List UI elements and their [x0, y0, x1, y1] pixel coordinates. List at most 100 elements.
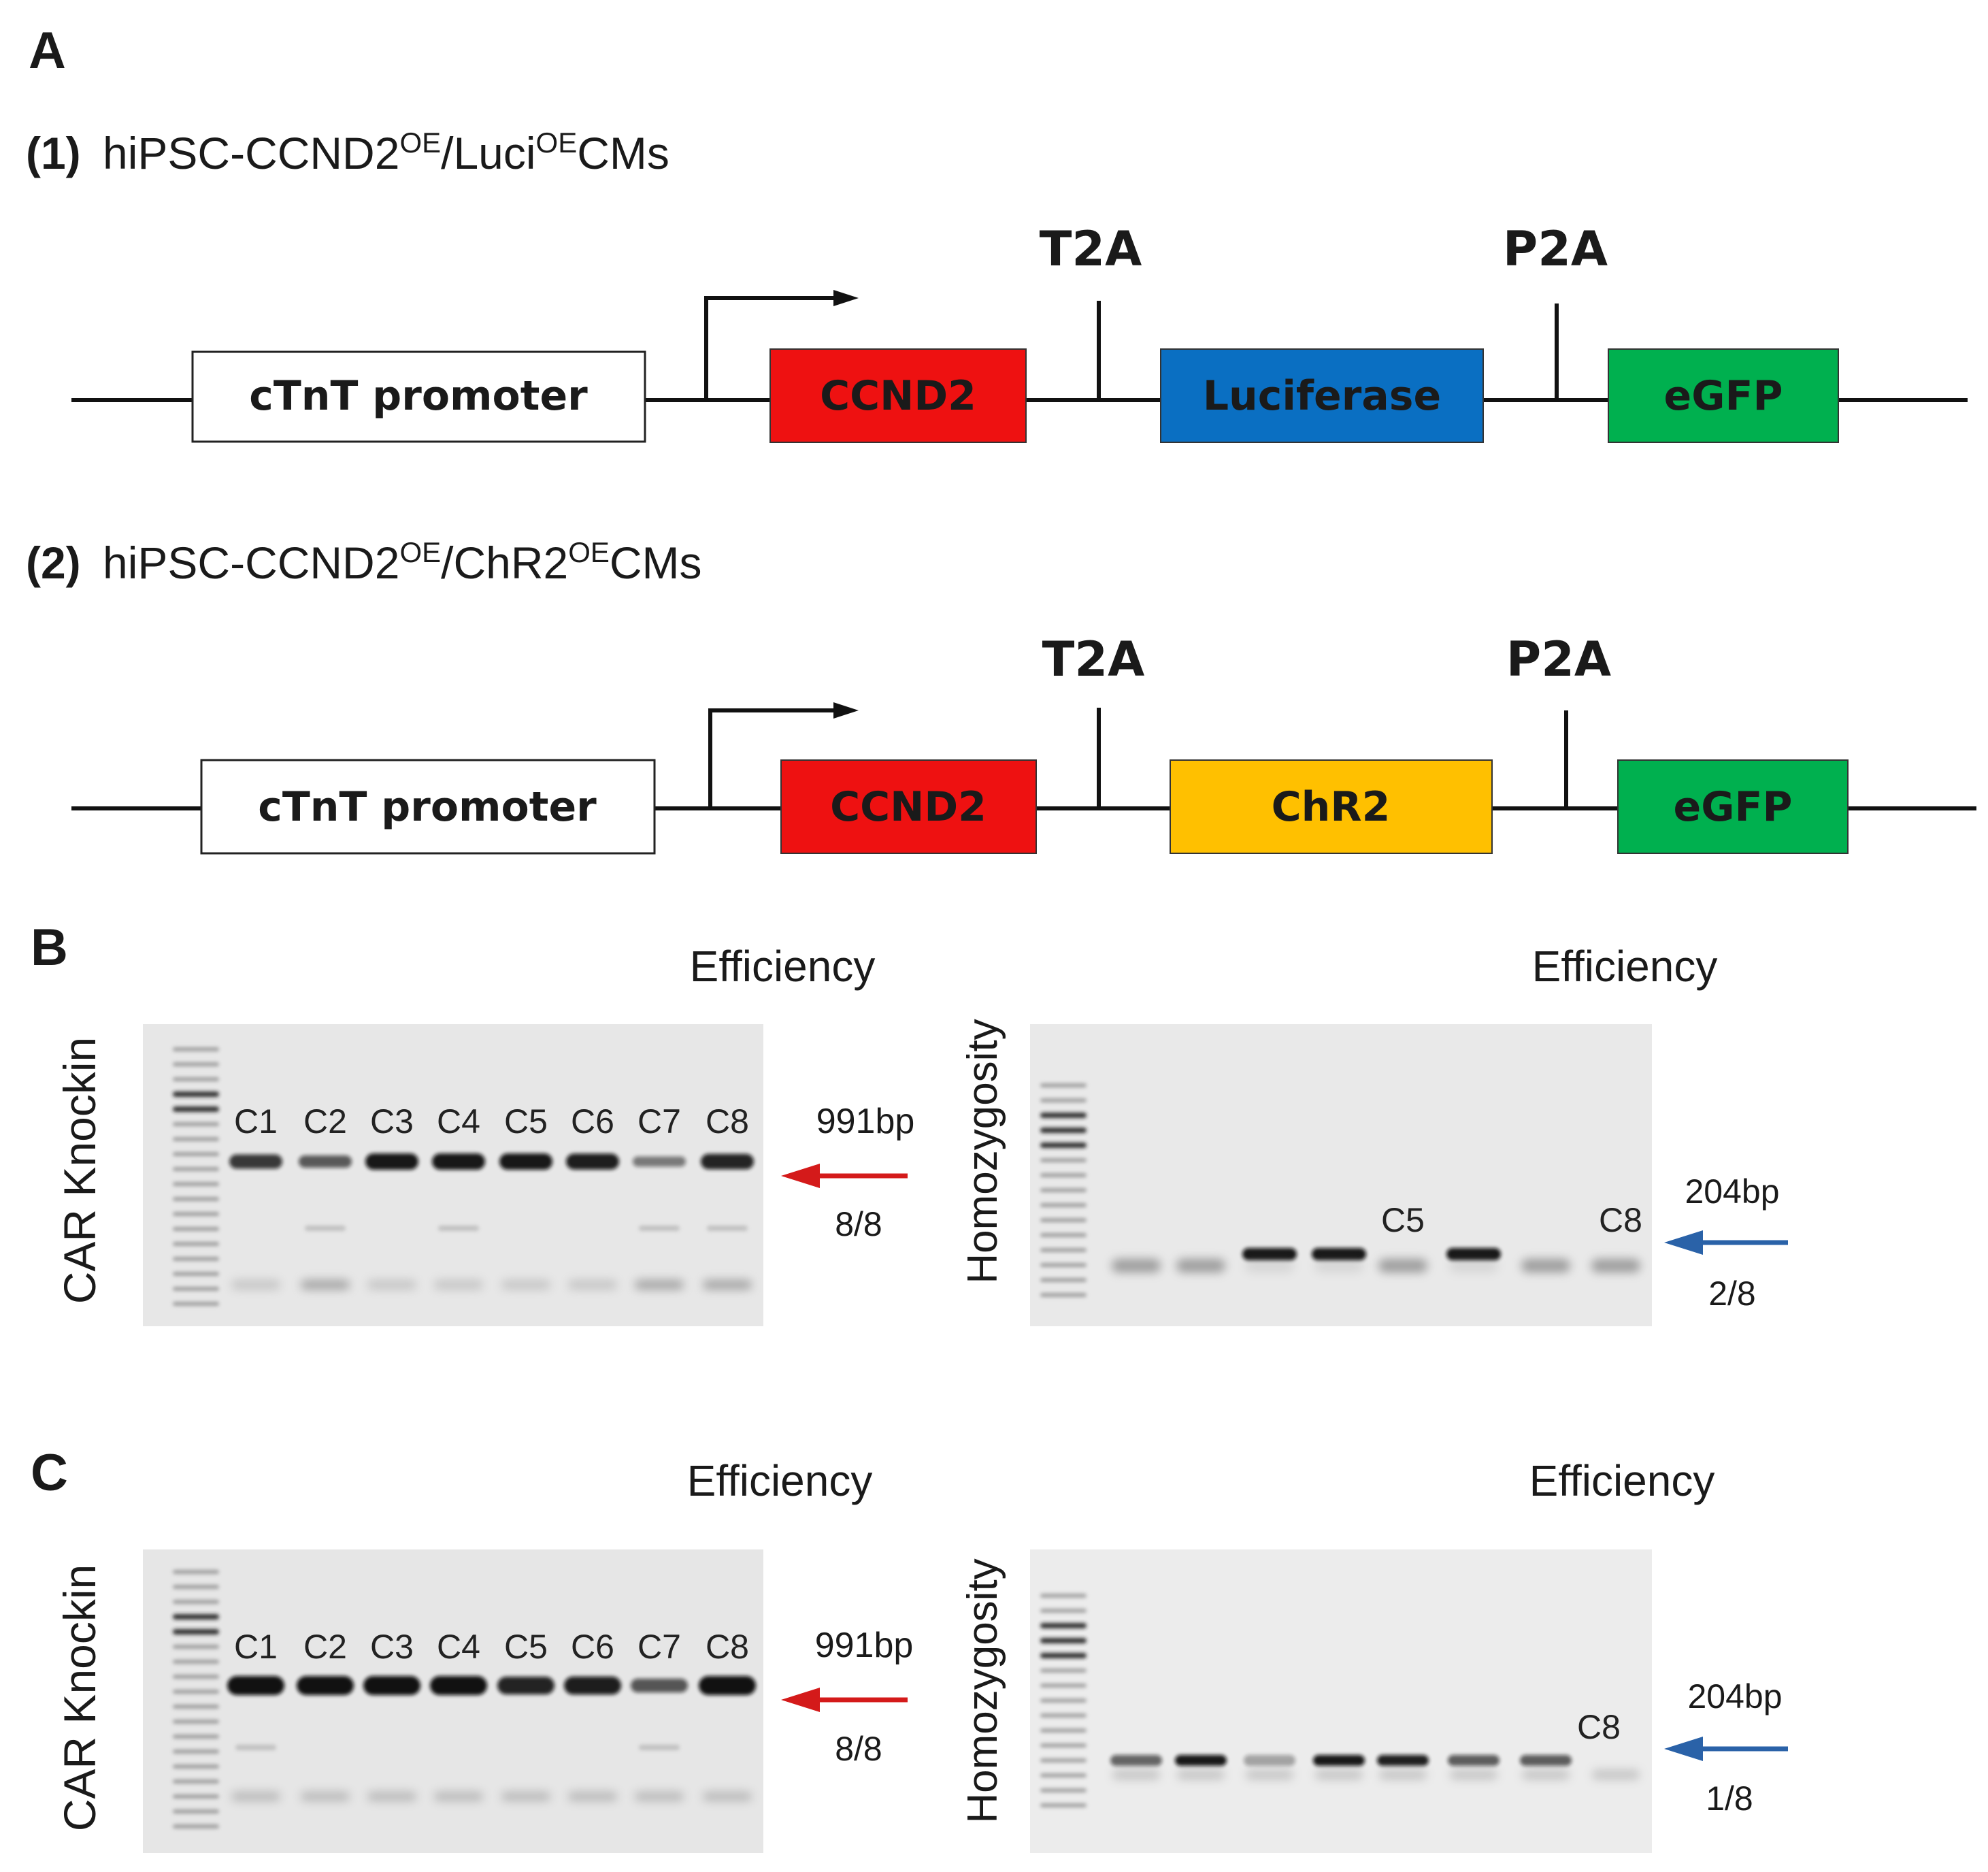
construct-1-title: (1) hiPSC-CCND2OE/LuciOECMs: [26, 127, 669, 178]
c-homozygosity-arrow-head: [1664, 1737, 1703, 1761]
ladder-band: [173, 1122, 219, 1126]
lower-band: [1176, 1259, 1225, 1272]
c-homozygosity-ladder: [1040, 1594, 1087, 1807]
b-knockin-size: 991bp: [816, 1102, 915, 1141]
promoter-label-2: cTnT promoter: [258, 783, 597, 831]
upper-band: [1313, 1755, 1365, 1766]
ladder-band: [173, 1779, 219, 1784]
ladder-band: [1040, 1623, 1087, 1628]
b-knockin-lane-c2: C2: [303, 1102, 347, 1140]
ladder-band: [1040, 1758, 1087, 1762]
panel-label-b: B: [31, 919, 68, 976]
promoter-box-2: [200, 759, 656, 855]
c-knockin-lane-c2: C2: [303, 1628, 347, 1666]
luciferase-box: [1160, 348, 1484, 443]
main-band: [299, 1155, 352, 1168]
ladder-band: [1040, 1773, 1087, 1777]
ladder-band: [1040, 1684, 1087, 1688]
egfp-label-2: eGFP: [1674, 783, 1793, 831]
ladder-band: [173, 1675, 219, 1679]
upper-band: [1312, 1248, 1366, 1260]
b-homozygosity-lane-c8: C8: [1599, 1201, 1642, 1239]
ladder-band: [173, 1106, 219, 1112]
primer-smear: [501, 1792, 550, 1801]
ladder-band: [173, 1227, 219, 1231]
faint-band: [305, 1226, 346, 1231]
b-knockin-lane-c1: C1: [234, 1102, 278, 1140]
primer-smear: [635, 1792, 684, 1801]
chr2-label: ChR2: [1272, 783, 1391, 831]
construct-2-title: (2) hiPSC-CCND2OE/ChR2OECMs: [26, 536, 702, 588]
c-knockin-lane-c1: C1: [234, 1628, 278, 1666]
b-knockin-lane-c8: C8: [706, 1102, 749, 1140]
c-knockin-lane-c3: C3: [370, 1628, 414, 1666]
construct-1-diagram: [71, 296, 1968, 402]
ladder-band: [173, 1720, 219, 1724]
ladder-band: [1040, 1728, 1087, 1733]
ladder-band: [1040, 1653, 1087, 1658]
ladder-band: [1040, 1743, 1087, 1747]
c-knockin-lane-labels: C1 C2 C3 C4 C5 C6 C7 C8: [234, 1628, 749, 1666]
main-band: [566, 1153, 619, 1170]
ladder-band: [1040, 1698, 1087, 1703]
ladder-band: [173, 1645, 219, 1649]
main-band: [430, 1676, 487, 1695]
ladder-band: [173, 1764, 219, 1769]
ladder-band: [1040, 1638, 1087, 1643]
ladder-band: [1040, 1594, 1087, 1598]
primer-smear: [434, 1280, 483, 1290]
c-homozygosity-lane-c8: C8: [1577, 1708, 1621, 1746]
b-knockin-ladder: [173, 1047, 219, 1306]
b-homozygosity-size: 204bp: [1685, 1172, 1779, 1211]
b-homozygosity-lane-c5: C5: [1381, 1201, 1425, 1239]
lower-band: [1177, 1770, 1225, 1779]
c-homozygosity-gel: [1030, 1549, 1652, 1853]
ladder-band: [1040, 1293, 1087, 1297]
upper-band: [1448, 1755, 1500, 1766]
primer-smear: [703, 1792, 752, 1801]
lower-band: [1378, 1259, 1427, 1272]
upper-band: [1242, 1248, 1297, 1260]
faint-band: [707, 1226, 748, 1231]
c-knockin-size: 991bp: [815, 1626, 914, 1665]
b-knockin-lane-c3: C3: [370, 1102, 414, 1140]
ladder-band: [1040, 1803, 1087, 1807]
b-homozygosity-bands: [1112, 1248, 1640, 1272]
faint-band: [438, 1226, 479, 1231]
ladder-band: [173, 1690, 219, 1694]
c-knockin-lane-c8: C8: [706, 1628, 749, 1666]
ccnd2-label-2: CCND2: [830, 783, 987, 831]
ladder-band: [173, 1735, 219, 1739]
ccnd2-label-1: CCND2: [820, 372, 976, 420]
c-knockin-gel: [143, 1549, 763, 1853]
chr2-box: [1170, 759, 1493, 854]
c-knockin-lane-c6: C6: [571, 1628, 614, 1666]
c-knockin-lane-c4: C4: [437, 1628, 480, 1666]
panel-label-a: A: [29, 22, 66, 80]
ladder-band: [1040, 1669, 1087, 1673]
c-homozygosity-ylabel: Homozygosity: [959, 1558, 1006, 1823]
c-homozygosity-size: 204bp: [1687, 1677, 1782, 1715]
b-knockin-ylabel: CAR Knockin: [54, 1037, 105, 1304]
ladder-band: [173, 1302, 219, 1306]
b-homozygosity-gel: [1030, 1024, 1652, 1326]
ladder-band: [173, 1242, 219, 1246]
main-band: [497, 1677, 554, 1694]
panel-label-c: C: [31, 1444, 68, 1502]
main-band: [229, 1154, 282, 1169]
ladder-band: [173, 1600, 219, 1604]
ladder-band: [1040, 1248, 1087, 1252]
b-homozygosity-ylabel: Homozygosity: [959, 1019, 1006, 1283]
ladder-band: [173, 1197, 219, 1201]
ccnd2-box-1: [769, 348, 1027, 443]
b-homozygosity-ladder: [1040, 1083, 1087, 1297]
lower-band: [1314, 1259, 1363, 1272]
construct-2-diagram: [71, 708, 1976, 810]
lower-band: [1379, 1770, 1427, 1779]
ladder-band: [173, 1585, 219, 1589]
ladder-band: [1040, 1278, 1087, 1282]
t2a-label-2: T2A: [1042, 631, 1145, 687]
faint-band: [639, 1226, 680, 1231]
main-band: [432, 1153, 485, 1170]
primer-smear: [301, 1792, 350, 1801]
